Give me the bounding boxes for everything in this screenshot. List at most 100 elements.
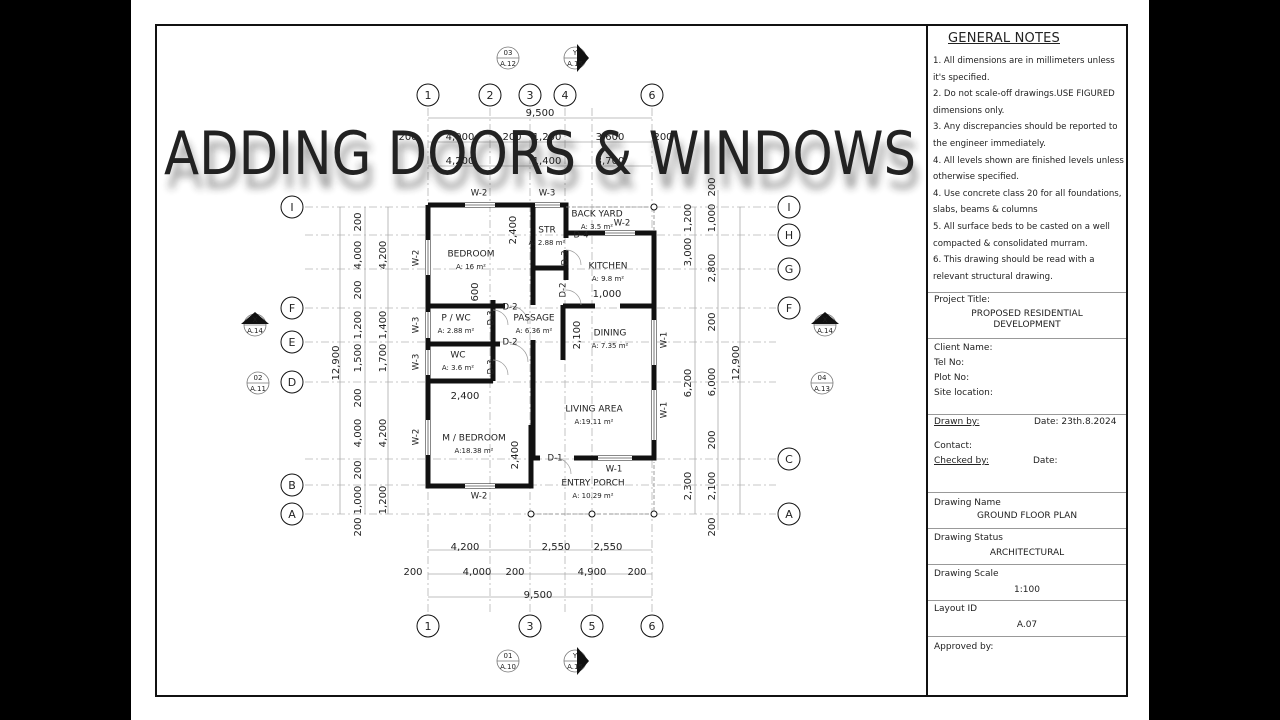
door-tag: D-3 (487, 359, 497, 374)
window-tag: W-1 (660, 402, 670, 419)
grid-bubble-label: 2 (487, 89, 494, 102)
column (527, 510, 535, 518)
window-tag: W-2 (471, 492, 488, 502)
dimension-label: 200 (502, 132, 521, 143)
general-note-item: 1. All dimensions are in millimeters unl… (933, 56, 1115, 83)
tel-no-label: Tel No: (934, 358, 965, 368)
dimension-label: 12,900 (731, 346, 742, 381)
grid-bubble (280, 195, 304, 219)
room-name: STR (538, 226, 555, 236)
door-tag: D-3 (561, 250, 571, 265)
dimension-label: 200 (627, 567, 646, 578)
grid-bubble (416, 83, 440, 107)
dimension-label: 1,700 (378, 344, 389, 373)
section-marker-bottom: A.14 (817, 327, 833, 335)
grid-bubble (518, 83, 542, 107)
interior-dimension: 1,000 (593, 289, 622, 300)
window-tag: W-2 (614, 219, 631, 229)
grid-bubble (580, 614, 604, 638)
dimension-label: 4,200 (451, 542, 480, 553)
window-tag: W-2 (412, 429, 422, 446)
room-area: A: 2.88 m² (529, 239, 566, 247)
door-tag: D-2 (502, 338, 517, 348)
section-marker-top: X (253, 316, 258, 324)
general-note-item: 5. All surface beds to be casted on a we… (933, 221, 1110, 249)
drawing-status-label: Drawing Status (934, 533, 1003, 543)
dimension-label: 1,200 (378, 486, 389, 515)
grid-bubble-label: I (290, 201, 293, 214)
dimension-label: 4,900 (578, 567, 607, 578)
door-tag: D-3 (487, 310, 497, 325)
dimension-label: 200 (353, 280, 364, 299)
section-arrow-icon (811, 312, 839, 324)
layout-id-label: Layout ID (934, 604, 978, 614)
dimension-label: 9,500 (524, 590, 553, 601)
dimension-label: 4,200 (378, 419, 389, 448)
dimension-label: 1,200 (533, 132, 562, 143)
grid-bubble-label: 1 (425, 89, 432, 102)
section-marker-top: 01 (504, 652, 513, 660)
room-area: A: 3.5 m² (581, 223, 613, 231)
grid-bubble-label: E (289, 336, 296, 349)
dimension-label: 1,500 (353, 344, 364, 373)
room-name: LIVING AREA (565, 405, 623, 415)
project-title-label: Project Title: (934, 295, 990, 305)
dimension-label: 4,000 (353, 419, 364, 448)
client-section: Client Name: Tel No: Plot No: Site locat… (928, 338, 1126, 415)
drawn-by-section: Drawn by: Date: 23th.8.2024 Contact: Che… (928, 414, 1126, 493)
project-title-line1: PROPOSED RESIDENTIAL (971, 309, 1083, 319)
dimension-label: 1,000 (707, 204, 718, 233)
general-note-item: 4. All levels shown are finished levels … (933, 155, 1124, 183)
door-tag: D-1 (547, 454, 562, 464)
general-note-item: 4. Use concrete class 20 for all foundat… (933, 188, 1122, 216)
interior-dimension: 2,400 (508, 216, 519, 245)
dimension-label: 200 (707, 177, 718, 196)
door-swing (509, 343, 529, 363)
grid-bubble-label: I (787, 201, 790, 214)
dimension-label: 200 (398, 132, 417, 143)
section-marker-bottom: A.10 (500, 663, 516, 671)
column (650, 510, 658, 518)
dimension-label: 4,200 (446, 156, 475, 167)
door-swing (492, 359, 509, 376)
dimension-label: 1,200 (683, 204, 694, 233)
room-area: A: 2.88 m² (438, 327, 475, 335)
grid-bubble-label: 3 (527, 620, 534, 633)
dimension-label: 200 (403, 567, 422, 578)
grid-bubble-label: F (786, 302, 792, 315)
grid-bubble (280, 370, 304, 394)
grid-bubble-label: 6 (649, 89, 656, 102)
grid-bubble (777, 195, 801, 219)
column (588, 510, 596, 518)
interior-dimension: 600 (470, 282, 481, 301)
room-name: P / WC (441, 314, 470, 324)
door-swing (565, 249, 582, 266)
dimension-label: 2,550 (594, 542, 623, 553)
dimension-label: 4,000 (353, 241, 364, 270)
dimension-label: 200 (707, 312, 718, 331)
room-name: ENTRY PORCH (561, 479, 624, 489)
grid-bubble-label: G (785, 263, 794, 276)
general-notes-list: 1. All dimensions are in millimeters unl… (933, 53, 1125, 285)
dimension-label: 2,300 (683, 472, 694, 501)
column (650, 203, 658, 211)
approved-by-label: Approved by: (934, 642, 994, 652)
grid-bubble (280, 502, 304, 526)
general-note-item: 2. Do not scale-off drawings.USE FIGURED… (933, 89, 1115, 116)
grid-bubble (280, 330, 304, 354)
date-drawn: Date: 23th.8.2024 (1034, 417, 1117, 427)
room-area: A:18.38 m² (455, 447, 494, 455)
dimension-label: 2,800 (707, 254, 718, 283)
grid-bubble (777, 447, 801, 471)
dimension-label: 4,000 (463, 567, 492, 578)
grid-bubble-label: A (288, 508, 296, 521)
project-title-section: Project Title: PROPOSED RESIDENTIAL DEVE… (928, 292, 1126, 339)
section-marker-bottom: A.14 (247, 327, 263, 335)
dimension-label: 200 (353, 460, 364, 479)
layout-id: A.07 (1016, 620, 1038, 630)
drawing-name-section: Drawing Name GROUND FLOOR PLAN (928, 492, 1126, 529)
dimension-label: 6,200 (683, 369, 694, 398)
room-area: A: 7.35 m² (592, 342, 629, 350)
